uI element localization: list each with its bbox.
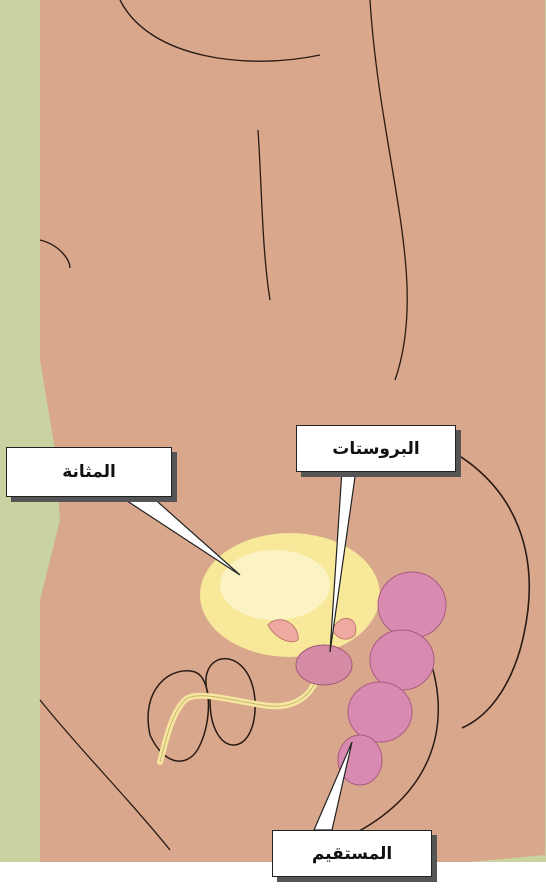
prostate-label: البروستات bbox=[296, 425, 456, 472]
bladder-label: المثانة bbox=[6, 447, 172, 497]
prostate bbox=[296, 645, 352, 685]
body-silhouette bbox=[40, 0, 545, 875]
rectum-label: المستقيم bbox=[272, 830, 432, 877]
bladder-highlight bbox=[220, 550, 330, 620]
